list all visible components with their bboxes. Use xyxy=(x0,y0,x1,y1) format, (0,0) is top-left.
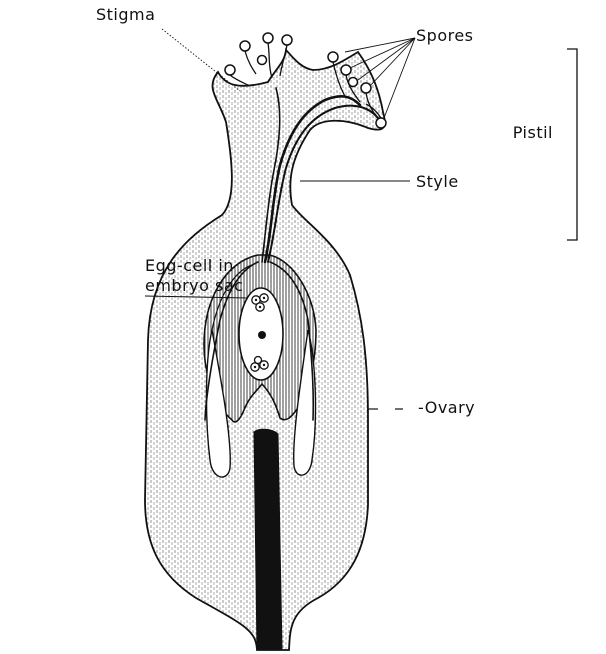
label-pistil: Pistil xyxy=(513,123,553,142)
label-spores: Spores xyxy=(416,26,474,45)
label-stigma: Stigma xyxy=(96,5,155,24)
funicle-stalk xyxy=(254,429,282,650)
central-nucleus xyxy=(258,331,266,339)
label-ovary: -Ovary xyxy=(418,398,475,417)
label-style: Style xyxy=(416,172,459,191)
label-egg-cell-line2: embryo sac xyxy=(145,276,243,295)
label-egg-cell-line1: Egg-cell in xyxy=(145,256,234,275)
pistil-bracket xyxy=(567,49,577,240)
